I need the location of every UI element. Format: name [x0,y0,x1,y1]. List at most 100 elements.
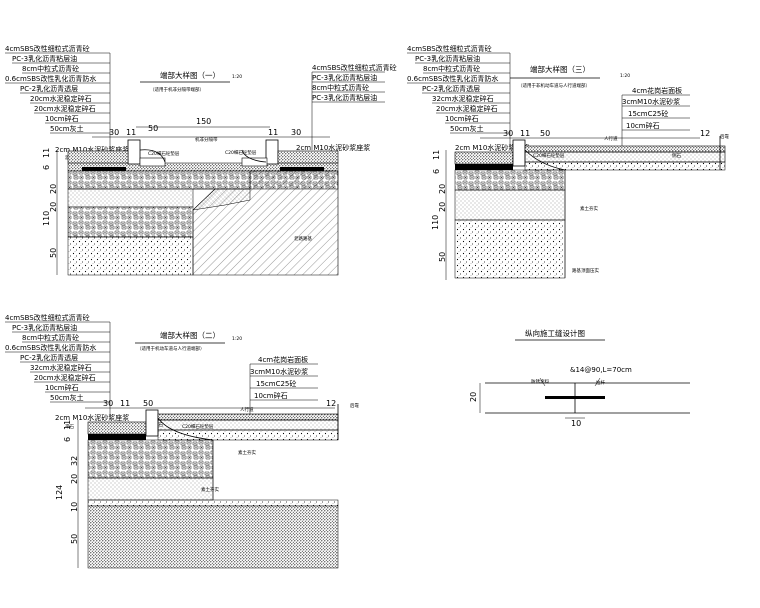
detail-two-dim-11: 11 [120,399,130,408]
detail-three-side-6: 6 [432,169,441,174]
detail-one-layer-4: 0.6cmSBS改性乳化沥青防水 [5,74,96,83]
detail-one-layer-2: PC-3乳化沥青粘层油 [12,54,77,63]
detail-two-layer-4: 0.6cmSBS改性乳化沥青防水 [5,343,96,352]
detail-two-side-20: 20 [70,474,79,484]
detail-three: 4cmSBS改性细粒式沥青砼 PC-3乳化沥青粘层油 8cm中粒式沥青砼 0.6… [407,44,729,280]
detail-two-mortar: 2cm M10水泥砂浆座浆 [55,413,129,422]
detail-one-layer-7: 20cm水泥稳定碎石 [34,104,96,113]
detail-three-right-layer-3: 15cmC25砼 [628,109,668,118]
detail-one-right-layer-2: PC-3乳化沥青粘层油 [312,73,377,82]
detail-two: 4cmSBS改性细粒式沥青砼 PC-3乳化沥青粘层油 8cm中粒式沥青砼 0.6… [5,313,359,569]
detail-one-layer-9: 50cm灰土 [50,124,84,133]
detail-one-side-20b: 20 [49,202,58,212]
detail-three-scale: 1:20 [620,73,630,79]
detail-two-right-layer-3: 15cmC25砼 [256,379,296,388]
detail-three-layer-2: PC-3乳化沥青粘层油 [415,54,480,63]
detail-three-layer-7: 20cm水泥稳定碎石 [436,104,498,113]
detail-one-mortar-right: 2cm M10水泥砂浆座浆 [296,143,370,152]
detail-one-section [67,139,339,276]
detail-one-dim-30b: 30 [291,128,301,137]
detail-two-top-dims: 30 11 50 12 [85,399,336,409]
detail-three-layer-4: 0.6cmSBS改性乳化沥青防水 [407,74,498,83]
detail-three-dim-30: 30 [503,129,513,138]
detail-three-existing: 路基顶面压实 [572,267,599,274]
detail-one-curb-right: C20细石砼垫层 [225,149,257,156]
detail-three-right-layer-1: 4cm花岗岩面板 [632,86,682,95]
joint-detail-rebar: &14@90,L=70cm [570,366,632,374]
detail-three-side-50: 50 [438,252,447,262]
detail-one-dim-11b: 11 [268,128,278,137]
detail-three-top-dims: 30 11 50 12 [480,129,710,139]
detail-one-layer-1: 4cmSBS改性细粒式沥青砼 [5,44,90,53]
detail-three-sidewalk: 人行道 [604,135,618,142]
detail-three-side-110: 110 [431,215,440,230]
detail-three-layer-3: 8cm中粒式沥青砼 [423,64,480,73]
detail-two-scale: 1:20 [232,336,242,342]
detail-three-side-20b: 20 [438,202,447,212]
detail-three-title: 端部大样图（三） [530,64,590,74]
detail-two-layer-5: PC-2乳化沥青透层 [20,353,78,362]
detail-two-side-6: 6 [63,437,72,442]
detail-one-right-layer-3: 8cm中粒式沥青砼 [312,83,369,92]
detail-one-side-20a: 20 [49,184,58,194]
detail-three-back: 后靠 [720,133,729,140]
detail-two-layer-6: 32cm水泥稳定碎石 [30,363,92,372]
detail-two-section [87,404,339,569]
detail-three-mortar: 2cm M10水泥砂浆座浆 [455,143,529,152]
detail-one: 4cmSBS改性细粒式沥青砼 PC-3乳化沥青粘层油 8cm中粒式沥青砼 0.6… [5,44,397,276]
detail-two-right-layer-2: 3cmM10水泥砂浆 [250,367,308,376]
detail-two-side-32: 32 [70,456,79,466]
detail-two-side-50: 50 [70,534,79,544]
detail-three-layer-6: 32cm水泥稳定碎石 [432,94,494,103]
detail-one-right-layer-4: PC-3乳化沥青粘层油 [312,93,377,102]
detail-three-right-legend: 4cm花岗岩面板 3cmM10水泥砂浆 15cmC25砼 10cm碎石 [621,86,690,150]
detail-three-side-20a: 20 [438,184,447,194]
detail-two-side-dims: 11 6 32 20 124 10 50 [55,420,79,568]
detail-one-layer-5: PC-2乳化沥青透层 [20,84,78,93]
detail-two-layer-8: 10cm碎石 [45,383,79,392]
detail-three-fill2: 素土夯实 [580,205,598,212]
detail-one-scale: 1:20 [232,74,242,80]
detail-three-side-dims: 11 6 20 20 110 50 [431,150,447,280]
joint-detail-coating: 防锈涂料 [531,378,549,385]
joint-detail-tiebar: 拉杆 [596,379,605,386]
detail-one-side-50: 50 [49,248,58,258]
detail-two-sidewalk: 人行道 [240,406,254,413]
detail-two-layer-legend: 4cmSBS改性细粒式沥青砼 PC-3乳化沥青粘层油 8cm中粒式沥青砼 0.6… [5,313,111,420]
detail-three-right-layer-4: 10cm碎石 [626,121,660,130]
joint-detail-dim-depth: 20 [469,392,478,402]
detail-two-layer-1: 4cmSBS改性细粒式沥青砼 [5,313,90,322]
joint-detail: 纵向施工缝设计图 &14@90,L=70cm 防锈涂料 拉杆 20 10 [469,328,690,428]
detail-two-right-layer-4: 10cm碎石 [254,391,288,400]
detail-three-dim-12: 12 [700,129,710,138]
detail-one-top-dims: 30 11 50 150 11 30 [92,117,330,138]
detail-one-median: 机非分隔带 [195,136,218,143]
detail-three-dim-11: 11 [520,129,530,138]
detail-one-layer-legend: 4cmSBS改性细粒式沥青砼 PC-3乳化沥青粘层油 8cm中粒式沥青砼 0.6… [5,44,111,150]
detail-one-side-11: 11 [42,148,51,158]
detail-one-mortar-left: 2cm M10水泥砂浆座浆 [55,145,129,154]
detail-three-section [454,136,726,279]
detail-two-layer-3: 8cm中粒式沥青砼 [22,333,79,342]
detail-two-title: 端部大样图（二） [160,330,220,340]
detail-one-subtitle: （适用于机非分隔带端部） [150,86,204,93]
detail-two-dim-30: 30 [103,399,113,408]
detail-one-side-110: 110 [42,211,51,226]
detail-two-dim-12: 12 [326,399,336,408]
detail-two-back: 后靠 [350,402,359,409]
detail-three-subtitle: （适用于非机动车道与人行道端部） [518,82,590,89]
detail-one-curb-left: C20细石砼垫层 [148,150,180,157]
joint-detail-title: 纵向施工缝设计图 [525,328,585,338]
detail-three-right-layer-2: 3cmM10水泥砂浆 [622,97,680,106]
detail-two-layer-7: 20cm水泥稳定碎石 [34,373,96,382]
detail-one-layer-6: 20cm水泥稳定碎石 [30,94,92,103]
detail-two-right-layer-1: 4cm花岗岩面板 [258,355,308,364]
joint-detail-dim-width: 10 [571,419,581,428]
detail-three-layer-9: 50cm灰土 [450,124,484,133]
detail-one-dim-30a: 30 [109,128,119,137]
detail-two-side-124: 124 [55,485,64,500]
detail-two-subtitle: （适用于机动车道与人行道端部） [137,345,205,352]
detail-one-layer-8: 10cm碎石 [45,114,79,123]
detail-one-title: 端部大样图（一） [160,70,220,80]
detail-two-right-legend: 4cm花岗岩面板 3cmM10水泥砂浆 15cmC25砼 10cm碎石 [249,355,318,418]
